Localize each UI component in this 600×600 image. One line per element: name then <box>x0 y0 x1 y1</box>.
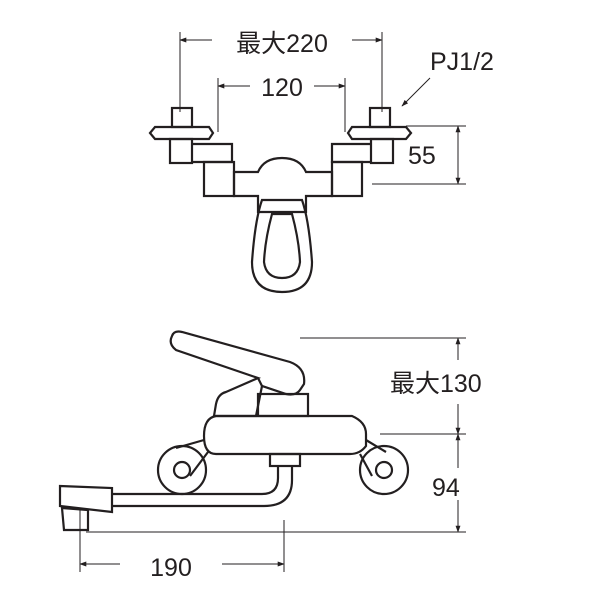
lever-joint <box>257 377 263 387</box>
left-elbow <box>192 142 234 164</box>
faucet-side-body <box>58 330 410 532</box>
valve-neck <box>256 392 310 418</box>
spout-pipe-lower <box>112 466 294 508</box>
right-fitting-nut <box>346 125 413 141</box>
faucet-top-body <box>148 106 413 294</box>
thread-leader-line <box>401 77 431 107</box>
spout-collar <box>268 452 302 468</box>
spout-outlet <box>60 506 90 532</box>
right-fitting-bottom <box>369 137 395 165</box>
dim-label-max-130: 最大130 <box>390 370 482 398</box>
right-fitting-top <box>368 106 392 129</box>
right-elbow <box>330 142 371 164</box>
lever-handle <box>169 330 306 418</box>
left-fitting-nut <box>148 125 215 141</box>
lever-outline <box>250 198 314 294</box>
dim-label-120: 120 <box>261 74 303 102</box>
spout-head <box>58 484 114 514</box>
lever-inner <box>262 212 302 280</box>
valve-body <box>202 414 368 456</box>
side-view: 最大130 94 190 <box>58 330 482 582</box>
left-wall-connector <box>156 444 208 496</box>
thread-spec-label: PJ1/2 <box>430 48 494 76</box>
left-wall-connector-hub <box>172 460 192 480</box>
right-wall-connector-hub <box>374 460 394 480</box>
top-view: 最大220 120 PJ1/2 55 <box>148 30 494 294</box>
right-arm-lower <box>359 453 373 477</box>
right-arm-upper <box>365 439 387 453</box>
dim-label-55: 55 <box>408 142 436 170</box>
dim-label-94: 94 <box>432 474 460 502</box>
left-fitting-bottom <box>168 137 194 165</box>
center-body <box>232 156 334 214</box>
spout-pipe-upper <box>112 466 280 496</box>
right-wall-connector <box>358 444 410 496</box>
right-arm-block <box>330 160 364 198</box>
left-fitting-top <box>170 106 194 129</box>
dim-label-max-220: 最大220 <box>236 30 328 58</box>
left-arm-block <box>202 160 236 198</box>
dim-label-190: 190 <box>150 554 192 582</box>
left-arm-lower <box>189 451 209 477</box>
